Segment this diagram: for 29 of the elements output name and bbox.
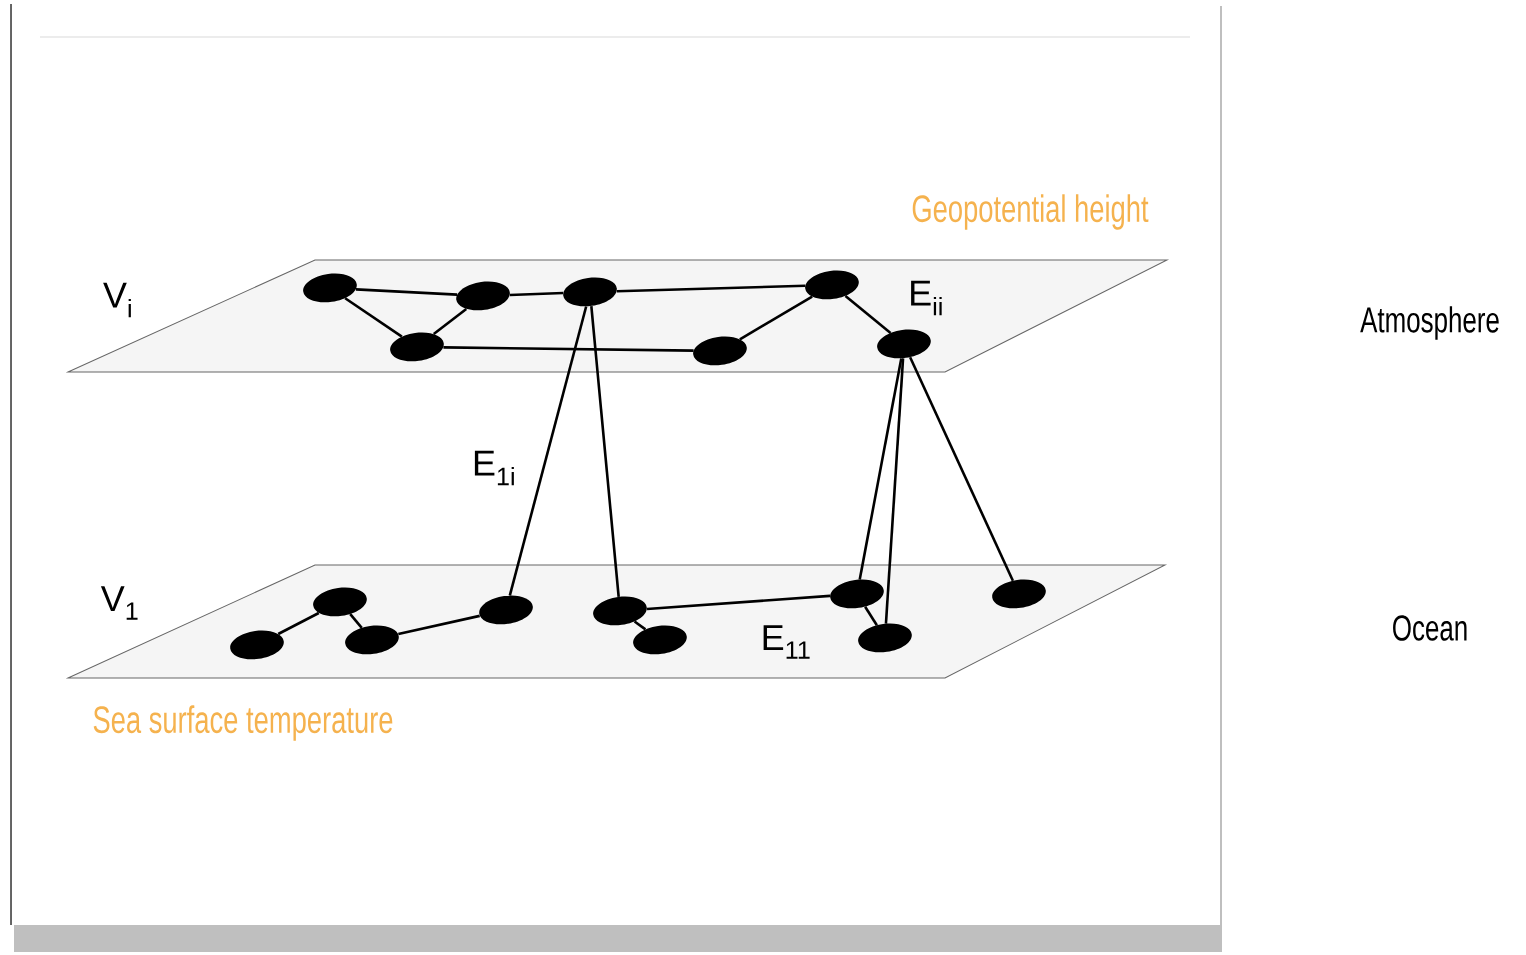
plane [67, 259, 1168, 373]
graph-edge [509, 291, 564, 297]
graph-edge [432, 307, 468, 336]
graph-edge [864, 606, 878, 626]
edge-set-label: E$_{11}$ [763, 625, 810, 659]
graph-edge [858, 358, 903, 580]
graph-edge [590, 306, 620, 597]
graph-edge [884, 358, 905, 624]
graph-edge [508, 306, 588, 596]
graph-edge [844, 295, 892, 334]
plane-label: V$_{1}$ [100, 586, 138, 620]
graph-edge [739, 295, 813, 341]
graph-edge [616, 284, 806, 293]
edge-set-label: E$_{ii}$ [911, 280, 942, 316]
plane-label: V$_{i}$ [103, 282, 131, 318]
layer-name: Ocean [1393, 615, 1467, 641]
graph-edge [908, 356, 1015, 582]
graph-edge [277, 611, 320, 636]
graph-edge [344, 297, 403, 338]
layer-name: Atmosphere [1360, 306, 1499, 340]
layer-title: Sea surface temperature [93, 705, 393, 741]
graph-edge [349, 613, 363, 629]
graph-edge [646, 594, 831, 611]
layer-title: Geopotential height [912, 194, 1149, 230]
graph-edge [355, 288, 458, 296]
graph-edge [443, 346, 694, 352]
graph-edge [633, 620, 647, 631]
edge-set-label: E$_{1i}$ [474, 450, 514, 486]
graph-edge [398, 614, 480, 636]
